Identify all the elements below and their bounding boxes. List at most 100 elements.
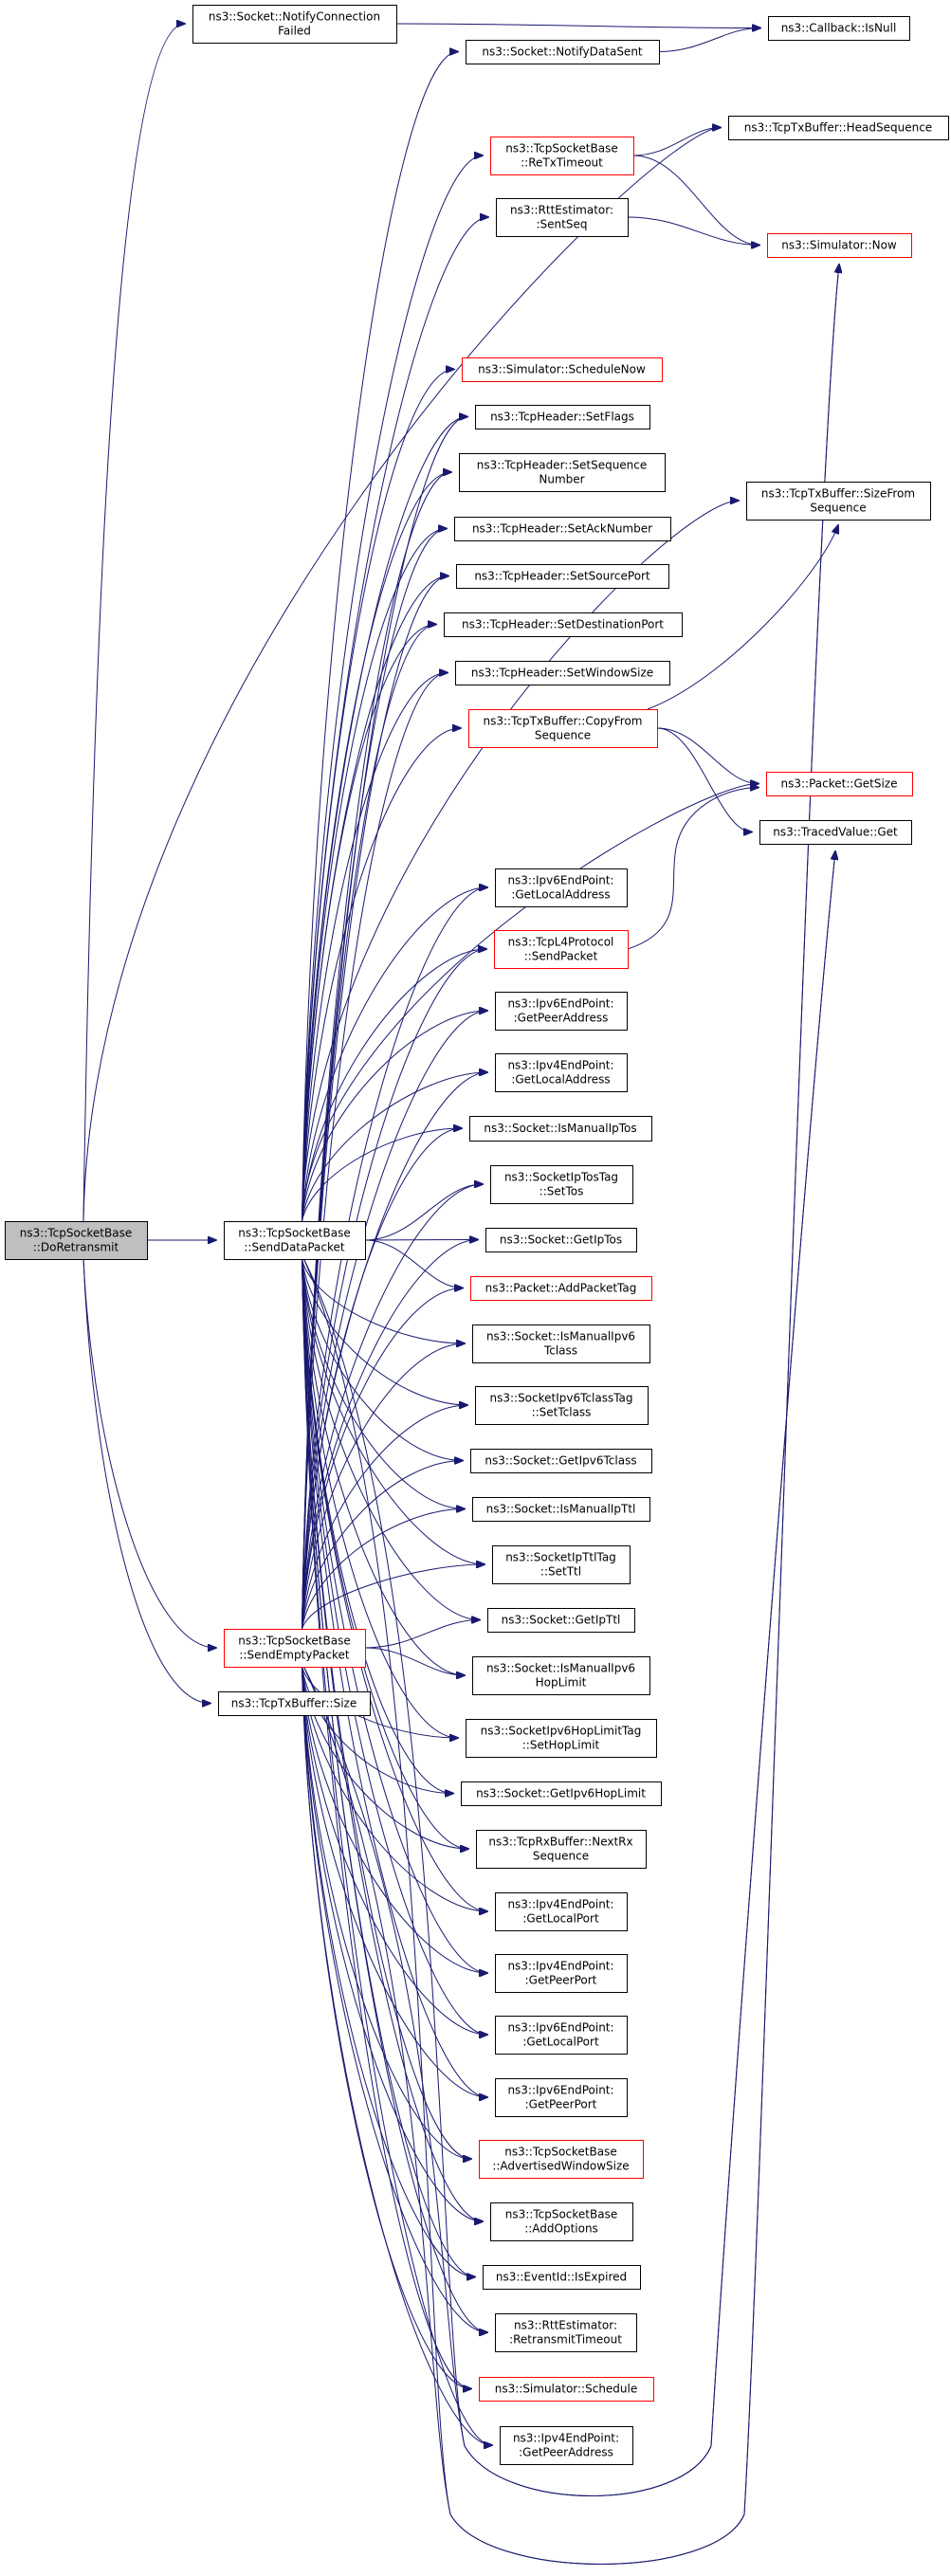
node-getipv6tclass[interactable]: ns3::Socket::GetIpv6Tclass xyxy=(470,1449,652,1473)
edge-sendemptypacket-to-retxtimeout_rtt xyxy=(302,1666,488,2332)
edge-sendemptypacket-to-getipv6hoplimit xyxy=(302,1666,454,1794)
node-getipttl[interactable]: ns3::Socket::GetIpTtl xyxy=(487,1608,635,1633)
node-ipv6-getlocaladdr[interactable]: ns3::Ipv6EndPoint::GetLocalAddress xyxy=(495,868,628,907)
node-label: :RetransmitTimeout xyxy=(509,2333,622,2347)
edge-senddatapacket-to-setflags xyxy=(302,417,468,1222)
node-callback-isnull[interactable]: ns3::Callback::IsNull xyxy=(768,16,910,41)
edge-senddatapacket-to-setdstport xyxy=(302,625,437,1222)
node-label: ns3::TcpTxBuffer::CopyFrom xyxy=(484,715,643,728)
edge-doretransmit-to-notifyconnfailed xyxy=(82,24,185,1222)
node-label: :GetLocalAddress xyxy=(511,888,610,902)
node-setsrcport[interactable]: ns3::TcpHeader::SetSourcePort xyxy=(456,564,669,589)
node-ipv6-getpeeraddr[interactable]: ns3::Ipv6EndPoint::GetPeerAddress xyxy=(495,992,628,1031)
node-label: :SentSeq xyxy=(537,218,588,231)
node-label: ::SetTos xyxy=(540,1185,584,1198)
node-box xyxy=(766,772,913,796)
node-ipv4-getlocaladdr[interactable]: ns3::Ipv4EndPoint::GetLocalAddress xyxy=(495,1053,628,1092)
node-sethoplimit[interactable]: ns3::SocketIpv6HopLimitTag::SetHopLimit xyxy=(466,1719,657,1758)
node-label: Sequence xyxy=(533,1850,589,1863)
edge-senddatapacket-to-ismanualipttl xyxy=(302,1258,466,1509)
node-headsequence[interactable]: ns3::TcpTxBuffer::HeadSequence xyxy=(728,116,949,140)
node-box xyxy=(475,405,650,429)
node-label: ns3::RttEstimator: xyxy=(510,204,613,217)
edge-senddatapacket-to-sizefromseq xyxy=(302,501,740,1222)
nodes-layer: ns3::TcpSocketBase::DoRetransmitns3::Tcp… xyxy=(5,5,949,2465)
node-label: ns3::SocketIpTosTag xyxy=(504,1171,618,1184)
edge-senddatapacket-to-retxtimeout xyxy=(302,155,484,1222)
node-setacknum[interactable]: ns3::TcpHeader::SetAckNumber xyxy=(454,517,671,541)
edge-sendemptypacket-to-simulator_now xyxy=(303,265,840,2565)
node-txbuffer-size[interactable]: ns3::TcpTxBuffer::Size xyxy=(218,1691,371,1716)
edge-sendemptypacket-to-getiptos xyxy=(302,1240,479,1630)
node-setdstport[interactable]: ns3::TcpHeader::SetDestinationPort xyxy=(444,612,683,637)
node-schedulenow[interactable]: ns3::Simulator::ScheduleNow xyxy=(462,357,663,382)
node-simulator-now[interactable]: ns3::Simulator::Now xyxy=(767,233,912,258)
node-ipv6-getpeerport[interactable]: ns3::Ipv6EndPoint::GetPeerPort xyxy=(495,2078,628,2117)
node-retxtimeout-rtt[interactable]: ns3::RttEstimator::RetransmitTimeout xyxy=(495,2313,637,2352)
edge-copyfromseq-to-packet_getsize xyxy=(656,727,759,784)
node-label: ns3::TcpHeader::SetWindowSize xyxy=(471,667,653,680)
node-l4-sendpacket[interactable]: ns3::TcpL4Protocol::SendPacket xyxy=(494,930,629,969)
node-box xyxy=(768,16,910,41)
node-setwinsize[interactable]: ns3::TcpHeader::SetWindowSize xyxy=(455,661,670,685)
node-ipv4-getpeeraddr[interactable]: ns3::Ipv4EndPoint::GetPeerAddress xyxy=(500,2426,633,2465)
node-label: ns3::Ipv6EndPoint: xyxy=(507,874,613,887)
node-label: ns3::Socket::GetIpv6Tclass xyxy=(485,1454,636,1468)
node-setflags[interactable]: ns3::TcpHeader::SetFlags xyxy=(475,405,650,429)
node-label: ::AdvertisedWindowSize xyxy=(492,2160,629,2173)
edge-doretransmit-to-txbuffer_size xyxy=(82,1258,210,1704)
node-packet-getsize[interactable]: ns3::Packet::GetSize xyxy=(766,772,913,796)
edge-sendemptypacket-to-settclass xyxy=(302,1405,468,1630)
node-label: ns3::TcpSocketBase xyxy=(238,1635,350,1648)
node-label: ns3::EventId::IsExpired xyxy=(496,2271,627,2284)
edge-sendemptypacket-to-isexpired xyxy=(302,1666,476,2277)
node-doretransmit[interactable]: ns3::TcpSocketBase::DoRetransmit xyxy=(5,1221,148,1260)
node-retxtimeout[interactable]: ns3::TcpSocketBase::ReTxTimeout xyxy=(490,137,634,175)
node-addpackettag[interactable]: ns3::Packet::AddPacketTag xyxy=(470,1276,652,1301)
node-setttl[interactable]: ns3::SocketIpTtlTag::SetTtl xyxy=(492,1545,631,1584)
node-sendemptypacket[interactable]: ns3::TcpSocketBase::SendEmptyPacket xyxy=(224,1629,366,1668)
node-box xyxy=(485,1228,637,1252)
edge-senddatapacket-to-getipttl xyxy=(302,1258,481,1620)
node-ipv6-getlocalport[interactable]: ns3::Ipv6EndPoint::GetLocalPort xyxy=(495,2016,628,2055)
node-sentseq[interactable]: ns3::RttEstimator::SentSeq xyxy=(496,198,629,237)
node-ismanualipttl[interactable]: ns3::Socket::IsManualIpTtl xyxy=(472,1497,650,1522)
node-box xyxy=(224,1221,366,1260)
node-settclass[interactable]: ns3::SocketIpv6TclassTag::SetTclass xyxy=(475,1386,649,1425)
node-getipv6hoplimit[interactable]: ns3::Socket::GetIpv6HopLimit xyxy=(461,1781,662,1806)
node-tracedvalue-get[interactable]: ns3::TracedValue::Get xyxy=(759,820,912,845)
node-ipv4-getlocalport[interactable]: ns3::Ipv4EndPoint::GetLocalPort xyxy=(495,1892,628,1931)
node-box xyxy=(470,1276,652,1301)
node-advwinsize[interactable]: ns3::TcpSocketBase::AdvertisedWindowSize xyxy=(479,2140,644,2179)
node-isexpired[interactable]: ns3::EventId::IsExpired xyxy=(483,2265,641,2290)
node-schedule[interactable]: ns3::Simulator::Schedule xyxy=(479,2377,654,2402)
node-getiptos[interactable]: ns3::Socket::GetIpTos xyxy=(485,1228,637,1252)
node-box xyxy=(475,1386,649,1425)
node-ipv4-getpeerport[interactable]: ns3::Ipv4EndPoint::GetPeerPort xyxy=(495,1954,628,1993)
node-senddatapacket[interactable]: ns3::TcpSocketBase::SendDataPacket xyxy=(224,1221,366,1260)
node-label: Number xyxy=(539,473,584,486)
node-label: ns3::Socket::GetIpTtl xyxy=(502,1614,621,1627)
node-box xyxy=(470,1449,652,1473)
edge-senddatapacket-to-retxtimeout_rtt xyxy=(302,1258,488,2332)
node-addoptions[interactable]: ns3::TcpSocketBase::AddOptions xyxy=(490,2202,633,2241)
edge-senddatapacket-to-l4_sendpacket xyxy=(302,949,487,1222)
edge-senddatapacket-to-setwinsize xyxy=(302,673,448,1222)
node-ismanualiptos[interactable]: ns3::Socket::IsManualIpTos xyxy=(469,1116,652,1142)
edge-retxtimeout-to-simulator_now xyxy=(632,155,759,246)
node-notifydatasent[interactable]: ns3::Socket::NotifyDataSent xyxy=(466,40,660,64)
node-settos[interactable]: ns3::SocketIpTosTag::SetTos xyxy=(490,1165,633,1204)
node-box xyxy=(492,1545,631,1584)
node-label: ns3::Simulator::Now xyxy=(781,239,897,252)
node-label: Failed xyxy=(278,25,311,38)
edge-senddatapacket-to-copyfromseq xyxy=(302,728,462,1222)
node-label: ns3::Socket::IsManualIpTtl xyxy=(486,1503,636,1516)
